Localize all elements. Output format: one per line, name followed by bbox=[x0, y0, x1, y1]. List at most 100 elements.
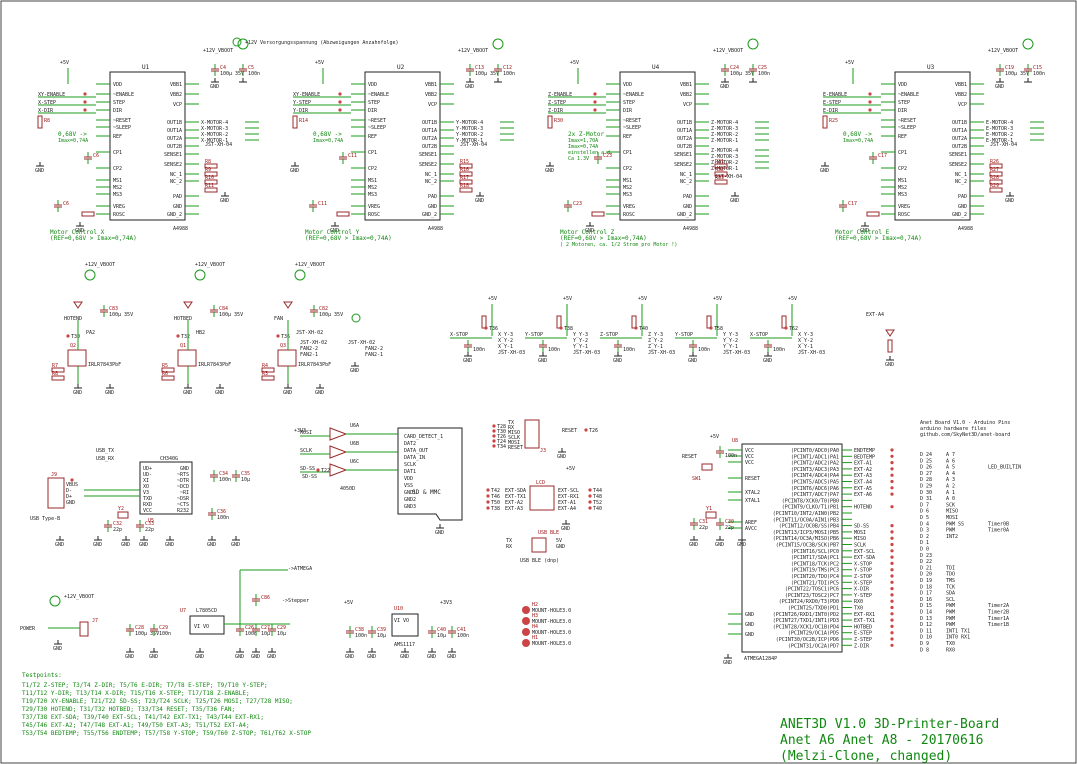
rail-circle bbox=[294, 269, 306, 281]
ch340-body bbox=[139, 461, 193, 515]
arduino-function: PWM bbox=[946, 603, 955, 609]
mcu-pin-right: (PCINT13/ICP3/MOSI)PB5 bbox=[773, 530, 839, 536]
lcd-ref: LCD bbox=[536, 480, 545, 486]
cap-ref: C33 bbox=[145, 521, 154, 527]
gnd-label: GND bbox=[585, 228, 594, 234]
regulator-2-ref: U10 bbox=[394, 606, 403, 612]
testpoint bbox=[890, 555, 894, 559]
note-marker bbox=[232, 37, 242, 47]
rail-label: +12V_VBOOT bbox=[458, 48, 488, 54]
driver-pin-right: GND bbox=[958, 204, 967, 210]
driver-pin-right: GND bbox=[173, 204, 182, 210]
mcu-section: U8ATMEGA1284PVCCVCCVCCRESETXTAL2XTAL1ARE… bbox=[682, 434, 894, 666]
driver-pin-right: VCP bbox=[173, 102, 182, 108]
arduino-digital-pin: D 25 bbox=[920, 458, 932, 464]
arduino-map-heading: arduino hardware files bbox=[920, 426, 986, 432]
gate-resistor: R5 bbox=[161, 363, 175, 373]
mcu-pin-right: (PCINT2/ADC2)PA2 bbox=[791, 461, 839, 467]
mounting-hole-label: MOUNT-HOLE3.0 bbox=[532, 619, 571, 625]
regulator-1-part: L7805CD bbox=[196, 608, 217, 614]
resistor-ref: R14 bbox=[299, 118, 308, 124]
arduino-digital-pin: D 7 bbox=[920, 502, 929, 508]
arduino-function: PWM bbox=[946, 622, 955, 628]
mcu-net: MOSI bbox=[854, 530, 866, 536]
heater-connector: JST-XH-02 bbox=[296, 330, 323, 336]
testpoint bbox=[486, 488, 490, 492]
driver-pin-right: OUT1A bbox=[952, 128, 967, 134]
gate-resistor: R4 bbox=[261, 363, 275, 373]
sd-pin: VDD bbox=[404, 476, 413, 482]
rail-circle bbox=[194, 269, 206, 281]
mcu-pin-left: AREF bbox=[745, 520, 757, 526]
ch340-pin-left: RXD bbox=[143, 502, 152, 508]
gnd-label: GND bbox=[860, 228, 869, 234]
mosfet-part: IRLR7843PbF bbox=[88, 362, 121, 368]
resistor-ref: R7 bbox=[52, 363, 58, 369]
mcu-pin-right: (PCINT27/TXD1/INT1)PD3 bbox=[773, 618, 839, 624]
driver-pin-right: VCP bbox=[683, 102, 692, 108]
cap-ref: C25 bbox=[758, 65, 767, 71]
mcu-pin-right: (PCINT23/TOSC2)PC7 bbox=[785, 593, 839, 599]
usb-ref: J9 bbox=[51, 472, 57, 478]
motor-output-net: E-MOTOR-2 bbox=[986, 132, 1013, 138]
driver-pin-right: PAD bbox=[683, 194, 692, 200]
arduino-digital-pin: D 5 bbox=[920, 515, 929, 521]
stepper-driver-u4: U4A4988VDD~ENABLESTEPDIR~RESET~SLEEPREFC… bbox=[545, 38, 770, 248]
sd-ss-net: SD-SS bbox=[302, 474, 317, 480]
arduino-function: PWM bbox=[946, 528, 955, 534]
stepper-driver-u1: U1A4988VDD~ENABLESTEPDIR~RESET~SLEEPREFC… bbox=[35, 38, 260, 242]
rail-label: +12V_VBOOT bbox=[203, 48, 233, 54]
testpoint bbox=[492, 429, 496, 433]
gnd-label: GND bbox=[720, 84, 729, 90]
testpoint bbox=[890, 587, 894, 591]
testpoints-heading: Testpoints: bbox=[22, 672, 62, 679]
mcu-net: Z-STOP bbox=[854, 574, 872, 580]
cap-value: 10µ bbox=[277, 631, 286, 637]
driver-pin-right: NC_1 bbox=[680, 172, 692, 178]
motor-output-net: Z-MOTOR-2 bbox=[711, 160, 738, 166]
arduino-function: A 5 bbox=[946, 465, 955, 471]
driver-pin-left: ~RESET bbox=[368, 118, 386, 124]
rail-label: +5V bbox=[788, 296, 797, 302]
ch340-pin-left: XI bbox=[143, 478, 149, 484]
endstop-pin: Y_Y-1 bbox=[723, 344, 738, 350]
mcu-pin-right: (PCINT8/XCK0/T0)PB0 bbox=[782, 498, 839, 504]
ref-potentiometer: R8 bbox=[37, 115, 50, 129]
testpoint bbox=[593, 108, 597, 112]
resistor-body bbox=[706, 315, 712, 329]
mcu-body bbox=[741, 443, 843, 653]
mounting-holes-section: H2MOUNT-HOLE3.0H3MOUNT-HOLE3.0H4MOUNT-HO… bbox=[522, 602, 571, 647]
arduino-function: MOSI bbox=[946, 515, 958, 521]
ch340-pin-left: UD- bbox=[143, 472, 152, 478]
testpoint bbox=[593, 92, 597, 96]
charge-pump-cap: C11 bbox=[339, 152, 357, 164]
arduino-digital-pin: D 6 bbox=[920, 509, 929, 515]
cap-ref: C24 bbox=[730, 65, 739, 71]
vdd-rail: +5V bbox=[315, 60, 324, 66]
testpoint-ref: T30 bbox=[497, 429, 506, 435]
cap-value: 100µ 35V bbox=[135, 631, 159, 637]
mcu-pin-right: (PCINT28/XCK1/OC1B)PD4 bbox=[773, 624, 839, 630]
resistor-body bbox=[51, 367, 65, 373]
ble-pin: TX bbox=[506, 538, 512, 544]
arduino-function: TX0 bbox=[946, 641, 955, 647]
mcu-net: ENDTEMP bbox=[854, 448, 875, 454]
arduino-function: A 1 bbox=[946, 490, 955, 496]
resistor-body bbox=[261, 375, 275, 381]
mcu-net: E-STEP bbox=[854, 631, 872, 637]
resistor-body bbox=[866, 211, 880, 217]
endstop-4: +5VX-STOPT62100nGNDX_Y-3X_Y-2X_Y-1JST-XH… bbox=[750, 296, 825, 364]
testpoint bbox=[890, 549, 894, 553]
driver-note-sub: (REF=0,68V > Imax=0,74A) bbox=[50, 235, 137, 242]
cap-ref: C23 bbox=[603, 153, 612, 159]
driver-pin-left: MS3 bbox=[368, 192, 377, 198]
testpoint bbox=[338, 100, 342, 104]
mcu-pin-right: (PCINT26/RXD1/INT0)PD2 bbox=[773, 612, 839, 618]
led-net: EXT-A4 bbox=[866, 312, 884, 318]
sd-signal: SCLK bbox=[300, 448, 312, 454]
sense-resistor: R29 bbox=[989, 183, 1003, 193]
